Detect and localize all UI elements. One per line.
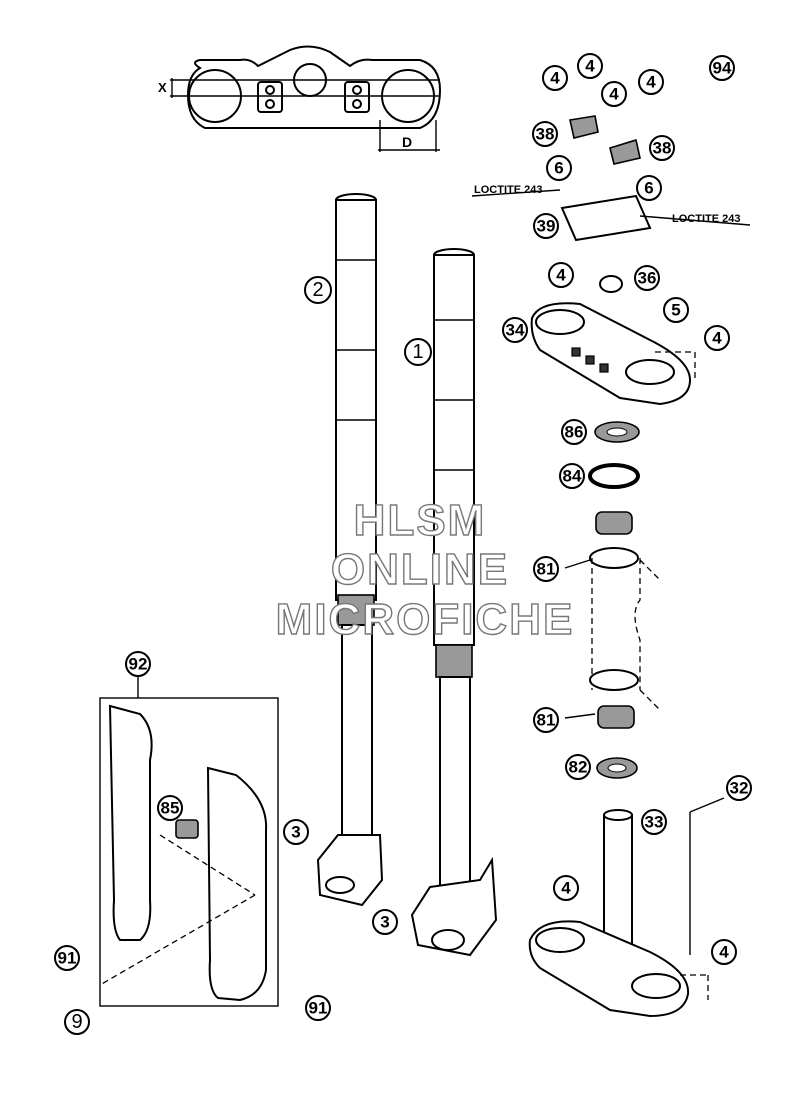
svg-text:2: 2: [312, 279, 323, 301]
callout-stem-sub: 33: [641, 809, 667, 835]
svg-text:38: 38: [536, 125, 555, 144]
svg-text:94: 94: [713, 59, 732, 78]
svg-text:34: 34: [506, 321, 525, 340]
callout-screw-right: 6: [636, 175, 662, 201]
svg-text:5: 5: [671, 301, 680, 320]
svg-text:36: 36: [638, 269, 657, 288]
svg-text:3: 3: [291, 823, 300, 842]
callout-seal-86: 86: [561, 419, 587, 445]
callout-fork-right: 1: [404, 338, 432, 366]
svg-text:91: 91: [309, 999, 328, 1018]
upper-clamp-parts: [530, 115, 696, 406]
callout-bolt-a2: 4: [577, 53, 603, 79]
fork-guard-set: [99, 697, 279, 1007]
svg-text:ONLINE: ONLINE: [331, 545, 509, 594]
callout-ring-84: 84: [559, 463, 585, 489]
svg-text:92: 92: [129, 655, 148, 674]
callout-bolt-upper-clamp: 4: [548, 262, 574, 288]
svg-text:85: 85: [161, 799, 180, 818]
callout-fork-left: 2: [304, 276, 332, 304]
callout-stem: 32: [726, 775, 752, 801]
svg-text:6: 6: [554, 159, 563, 178]
callout-guard-clip: 85: [157, 795, 183, 821]
callout-clamp-holder: 39: [533, 213, 559, 239]
svg-text:9: 9: [71, 1011, 82, 1033]
leader-lines: [137, 189, 751, 955]
svg-text:3: 3: [380, 913, 389, 932]
svg-text:4: 4: [550, 69, 560, 88]
callout-screw-9: 9: [64, 1009, 90, 1035]
watermark: HLSM ONLINE MICROFICHE: [275, 495, 575, 644]
svg-text:38: 38: [653, 139, 672, 158]
steering-stem: [528, 809, 709, 1018]
callout-screw-5: 5: [663, 297, 689, 323]
svg-text:4: 4: [556, 266, 566, 285]
fork-leg-right: [410, 248, 498, 957]
callout-clamp-right: 38: [649, 135, 675, 161]
svg-text:4: 4: [712, 329, 722, 348]
svg-text:84: 84: [563, 467, 582, 486]
loctite-note-left: LOCTITE 243: [474, 184, 542, 196]
svg-text:1: 1: [412, 341, 423, 363]
svg-text:91: 91: [58, 949, 77, 968]
svg-text:82: 82: [569, 758, 588, 777]
callout-screw-right-leg: 3: [372, 909, 398, 935]
svg-text:33: 33: [645, 813, 664, 832]
callout-screw-left-leg: 3: [283, 819, 309, 845]
svg-text:32: 32: [730, 779, 749, 798]
svg-text:HLSM: HLSM: [354, 496, 487, 545]
callout-washer-right: 91: [305, 995, 331, 1021]
bearing-stack: [588, 421, 661, 779]
svg-text:6: 6: [644, 179, 653, 198]
callout-bolt-upper-side: 4: [704, 325, 730, 351]
svg-text:81: 81: [537, 560, 556, 579]
svg-text:81: 81: [537, 711, 556, 730]
callout-seal-82: 82: [565, 754, 591, 780]
svg-text:39: 39: [537, 217, 556, 236]
callout-guard-set: 92: [125, 651, 151, 677]
callout-bearing-bottom: 81: [533, 707, 559, 733]
callout-clamp-left: 38: [532, 121, 558, 147]
callout-upper-clamp: 34: [502, 317, 528, 343]
callout-bolt-a4: 4: [638, 69, 664, 95]
dimension-d-label: D: [402, 134, 412, 150]
callout-tool: 94: [709, 55, 735, 81]
callout-cap-nut: 36: [634, 265, 660, 291]
svg-text:4: 4: [561, 879, 571, 898]
callout-washer-left: 91: [54, 945, 80, 971]
callout-bolt-lower-side: 4: [711, 939, 737, 965]
svg-text:86: 86: [565, 423, 584, 442]
svg-text:MICROFICHE: MICROFICHE: [276, 595, 575, 644]
callout-bolt-lower-clamp: 4: [553, 875, 579, 901]
loctite-note-right: LOCTITE 243: [672, 213, 740, 225]
svg-text:4: 4: [609, 85, 619, 104]
svg-text:4: 4: [719, 943, 729, 962]
callout-bolt-a1: 4: [542, 65, 568, 91]
svg-text:4: 4: [585, 57, 595, 76]
callout-screw-left: 6: [546, 155, 572, 181]
callout-bearing-top: 81: [533, 556, 559, 582]
svg-text:4: 4: [646, 73, 656, 92]
dimension-x-label: X: [158, 80, 167, 95]
fork-leg-left: [316, 193, 384, 907]
callout-bolt-a3: 4: [601, 81, 627, 107]
triple-clamp-top-view: X D: [158, 45, 442, 152]
